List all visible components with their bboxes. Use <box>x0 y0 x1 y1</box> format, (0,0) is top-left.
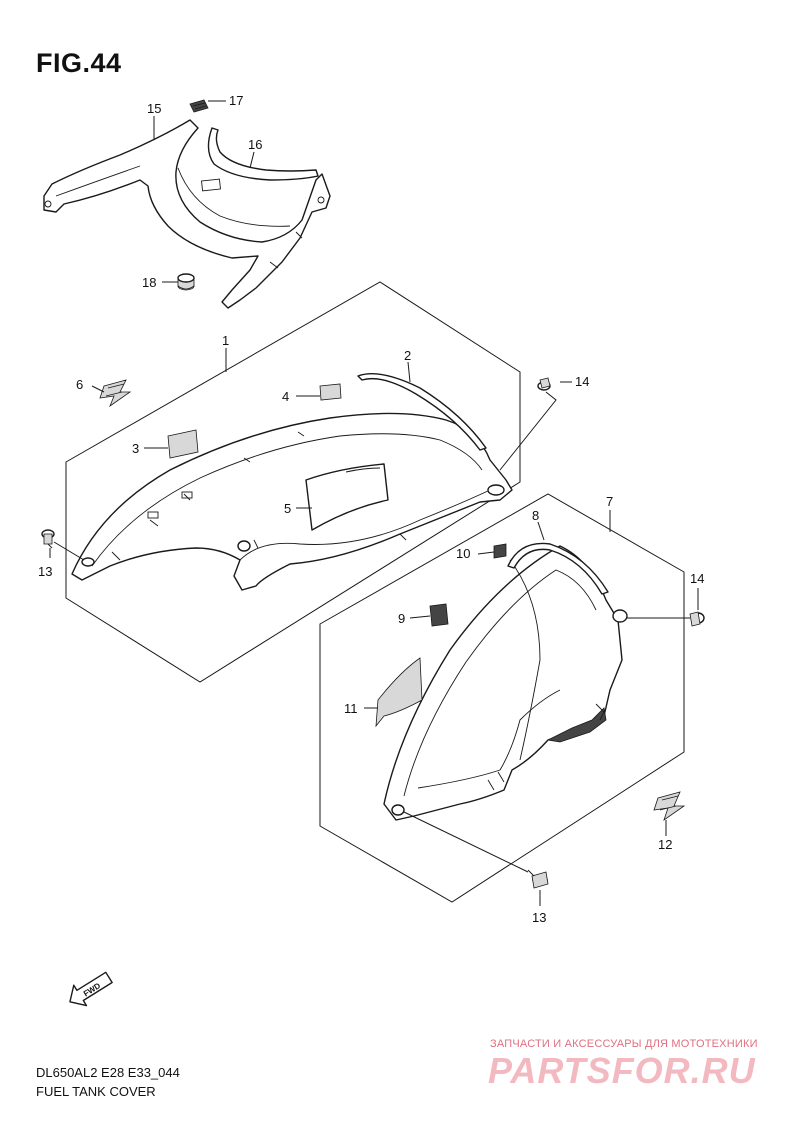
callout-1: 1 <box>222 333 229 348</box>
callout-14-top: 14 <box>575 374 589 389</box>
section-name: FUEL TANK COVER <box>36 1084 156 1099</box>
inner-cover-part-15 <box>43 119 331 309</box>
callout-13-left: 13 <box>38 564 52 579</box>
leader-13-bottom <box>403 811 529 873</box>
callout-11: 11 <box>344 701 358 716</box>
side-cover-part-7 <box>383 545 628 821</box>
leader-14-top <box>499 391 557 471</box>
cushion-part-18 <box>177 273 195 291</box>
figure-title: FIG.44 <box>36 48 122 78</box>
callout-15: 15 <box>147 101 161 116</box>
callout-3: 3 <box>132 441 139 456</box>
callout-13-bottom: 13 <box>532 910 546 925</box>
callout-2: 2 <box>404 348 411 363</box>
assembly-box-1 <box>65 281 521 683</box>
strip-part-8 <box>507 542 609 595</box>
model-code: DL650AL2 E28 E33_044 <box>36 1065 180 1080</box>
callout-10: 10 <box>456 546 470 561</box>
screw-part-13-bottom <box>527 869 549 889</box>
fwd-arrow-icon: FWD <box>69 971 113 1007</box>
emblem-part-6 <box>99 379 132 408</box>
label-part-3 <box>167 429 199 459</box>
leader-13-left <box>53 541 85 561</box>
screw-part-14-right <box>689 611 705 627</box>
watermark-tagline: ЗАПЧАСТИ И АКСЕССУАРЫ ДЛЯ МОТОТЕХНИКИ <box>490 1038 758 1050</box>
callout-4: 4 <box>282 389 289 404</box>
tank-cover-part-1 <box>71 412 513 591</box>
strip-part-2 <box>357 373 487 451</box>
callout-7: 7 <box>606 494 613 509</box>
emblem-part-17 <box>189 99 209 113</box>
callout-18: 18 <box>142 275 156 290</box>
label-part-4 <box>319 383 342 401</box>
screw-part-13-left <box>41 529 55 549</box>
label-leaders <box>49 100 699 906</box>
callout-12: 12 <box>658 837 672 852</box>
watermark-brand-logo: PARTSFOR.RU <box>488 1050 756 1091</box>
emblem-part-12 <box>653 791 686 822</box>
label-part-10 <box>493 543 507 559</box>
trim-part-16 <box>207 127 319 181</box>
label-part-11 <box>375 657 423 728</box>
callout-5: 5 <box>284 501 291 516</box>
callout-9: 9 <box>398 611 405 626</box>
label-part-5 <box>305 463 389 531</box>
callout-16: 16 <box>248 137 262 152</box>
callout-14-right: 14 <box>690 571 704 586</box>
assembly-box-7 <box>319 493 685 903</box>
screw-part-14-top <box>537 377 551 391</box>
label-part-9 <box>429 603 449 627</box>
callout-6: 6 <box>76 377 83 392</box>
callout-8: 8 <box>532 508 539 523</box>
callout-17: 17 <box>229 93 243 108</box>
